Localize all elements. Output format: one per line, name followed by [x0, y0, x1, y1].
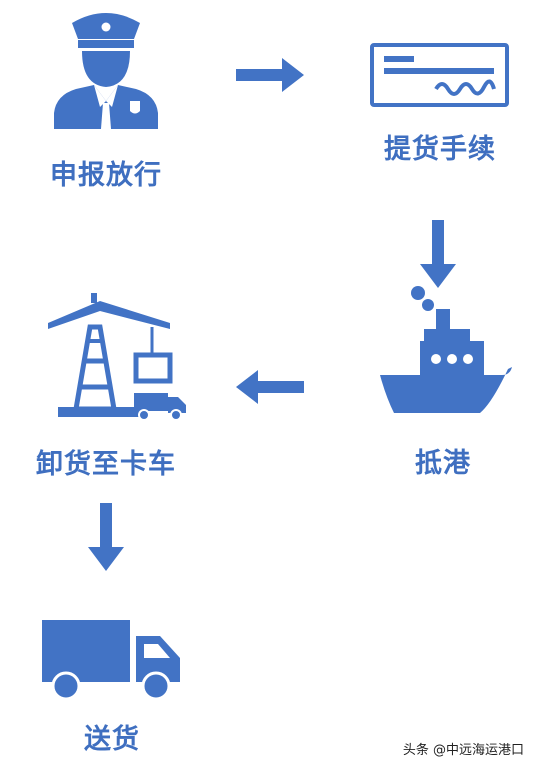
arrow-down-icon — [420, 220, 456, 292]
arrow-down-icon — [88, 503, 124, 575]
cargo-ship-icon — [380, 283, 512, 413]
arrow-left-icon — [236, 370, 304, 408]
port-crane-icon — [48, 291, 188, 421]
step-label-deliver: 送货 — [84, 724, 140, 755]
step-label-pickup-procedures: 提货手续 — [384, 134, 496, 165]
step-label-unload-to-truck: 卸货至卡车 — [36, 449, 176, 480]
delivery-truck-icon — [42, 620, 182, 700]
arrow-right-icon — [236, 58, 304, 96]
police-officer-icon — [54, 7, 158, 129]
step-label-declare-release: 申报放行 — [50, 160, 162, 191]
step-label-arrive-port: 抵港 — [415, 448, 471, 479]
source-watermark: 头条 @中远海运港口 — [402, 743, 524, 758]
cheque-document-icon — [370, 43, 509, 107]
